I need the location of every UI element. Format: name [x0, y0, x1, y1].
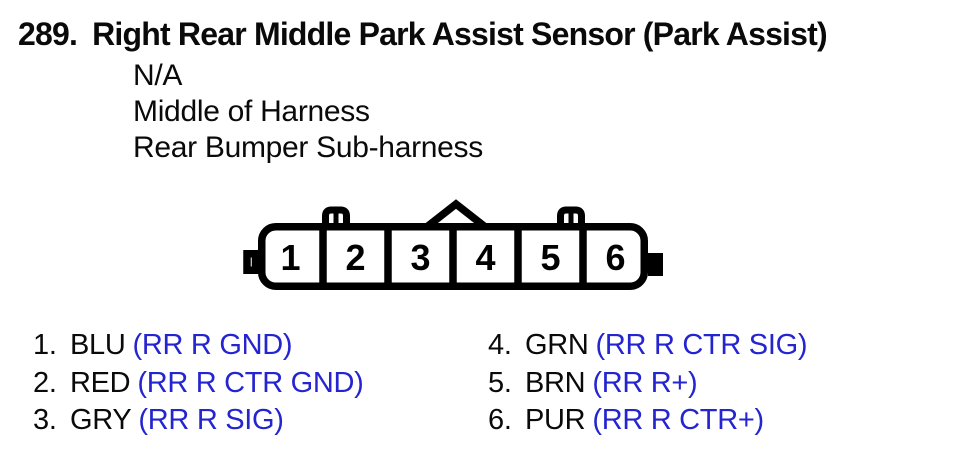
wire-color: PUR	[525, 404, 586, 436]
pin-row: 6. PUR(RR R CTR+)	[488, 402, 807, 440]
pin-list-left: 1. BLU(RR R GND) 2. RED(RR R CTR GND) 3. GR…	[33, 327, 364, 440]
signal-name: (RR R CTR GND)	[137, 366, 364, 399]
right-lock-tab-icon	[648, 253, 663, 276]
wire-color: BRN	[525, 366, 586, 399]
pin-number: 4.	[488, 329, 512, 361]
signal-name: (RR R CTR+)	[592, 404, 764, 436]
cavity-number: 6	[605, 237, 625, 278]
pin-number: 6.	[488, 404, 512, 436]
signal-name: (RR R SIG)	[138, 404, 284, 436]
connector-diagram: 1 2 3 4 5 6	[243, 199, 663, 290]
pin-list-right: 4. GRN(RR R CTR SIG) 5. BRN(RR R+) 6. PUR(R…	[488, 327, 808, 440]
pin-number: 5.	[488, 366, 512, 399]
section-number: 289.	[18, 16, 78, 52]
pin-row: 5. BRN(RR R+)	[488, 365, 807, 403]
cavity-number: 4	[475, 237, 495, 278]
alignment-key-icon	[425, 199, 487, 229]
wire-color: RED	[70, 366, 131, 399]
pin-row: 1. BLU(RR R GND)	[33, 327, 364, 365]
pin-row: 3. GRY(RR R SIG)	[33, 402, 364, 440]
info-line-location: Middle of Harness	[133, 95, 370, 128]
harness-info: N/A Middle of Harness Rear Bumper Sub-ha…	[133, 58, 483, 166]
info-line-harness: Rear Bumper Sub-harness	[133, 131, 483, 164]
pin-row: 4. GRN(RR R CTR SIG)	[488, 327, 808, 365]
signal-name: (RR R+)	[592, 366, 698, 399]
wire-color: GRY	[70, 404, 132, 436]
page-title: 289. Right Rear Middle Park Assist Sensor…	[18, 15, 828, 53]
signal-name: (RR R CTR SIG)	[595, 329, 808, 361]
cavity-number: 2	[345, 237, 365, 278]
signal-name: (RR R GND)	[132, 329, 293, 361]
wire-color: BLU	[70, 329, 126, 361]
cavity-number: 5	[540, 237, 560, 278]
info-line-connector-id: N/A	[133, 59, 183, 92]
pin-number: 2.	[33, 366, 57, 399]
section-title: Right Rear Middle Park Assist Sensor (Pa…	[92, 16, 828, 52]
cavity-number: 1	[280, 237, 300, 278]
wire-color: GRN	[525, 329, 589, 361]
pin-number: 3.	[33, 404, 57, 436]
pin-number: 1.	[33, 329, 57, 361]
left-lock-tab-icon	[243, 250, 260, 274]
pin-row: 2. RED(RR R CTR GND)	[33, 365, 364, 403]
cavity-number: 3	[410, 237, 430, 278]
